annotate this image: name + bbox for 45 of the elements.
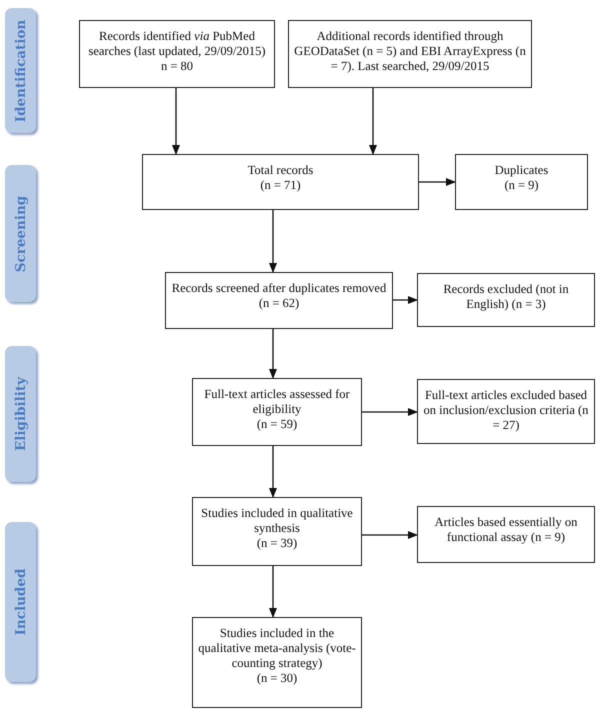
box-text: (n = 71)	[259, 178, 302, 193]
phase-label: Included	[12, 568, 28, 636]
phase-label: Identification	[12, 19, 28, 122]
box-text: (n = 39)	[256, 536, 298, 551]
process-box	[79, 20, 275, 88]
box-text: (n = 30)	[256, 671, 298, 686]
arrow	[419, 178, 456, 186]
phase-band	[5, 346, 36, 482]
arrow	[269, 329, 277, 379]
arrow	[393, 296, 418, 304]
box-text: Articles based essentially on functional assay (n = 9)	[434, 515, 578, 545]
process-box	[142, 154, 419, 210]
arrow	[269, 210, 277, 273]
arrow	[269, 566, 277, 618]
phase-band	[5, 8, 36, 133]
box-text: Records excluded (not in English) (n = 3)	[442, 282, 570, 312]
box-text: Records screened after duplicates removed (n = 62)	[170, 281, 388, 311]
box-text: Additional records identified through GEODataSet (n = 5) and EBI ArrayExpress (n = 7). Last searched, 29/09/2015	[293, 29, 527, 74]
phase-label: Screening	[12, 195, 28, 272]
arrow	[369, 88, 377, 155]
phase-label: Eligibility	[12, 376, 28, 452]
process-box	[165, 272, 393, 329]
box-text: Studies included in qualitative synthesis	[200, 506, 354, 536]
process-box	[192, 497, 362, 566]
process-box	[192, 378, 362, 446]
box-text: Total records	[246, 163, 314, 178]
arrow	[362, 408, 418, 416]
box-text: Studies included in the qualitative meta-analysis (vote-counting strategy)	[197, 626, 357, 671]
box-text: Full-text articles excluded based on inclusion/exclusion criteria (n = 27)	[422, 388, 590, 433]
box-text: (n = 9)	[503, 178, 540, 193]
process-box	[417, 273, 595, 327]
process-box	[417, 379, 595, 444]
phase-band	[5, 522, 36, 682]
box-text: Records identified via PubMed searches (last updated, 29/09/2015) n = 80	[87, 29, 267, 74]
process-box	[417, 506, 595, 563]
phase-band	[5, 165, 36, 302]
process-box	[455, 154, 588, 210]
arrow	[269, 446, 277, 498]
arrow	[172, 88, 180, 155]
box-text: Full-text articles assessed for eligibility	[203, 387, 351, 417]
process-box	[192, 617, 362, 708]
box-text: (n = 59)	[256, 417, 298, 432]
box-text: Duplicates	[494, 163, 550, 178]
arrow	[362, 531, 418, 539]
process-box	[288, 20, 532, 88]
